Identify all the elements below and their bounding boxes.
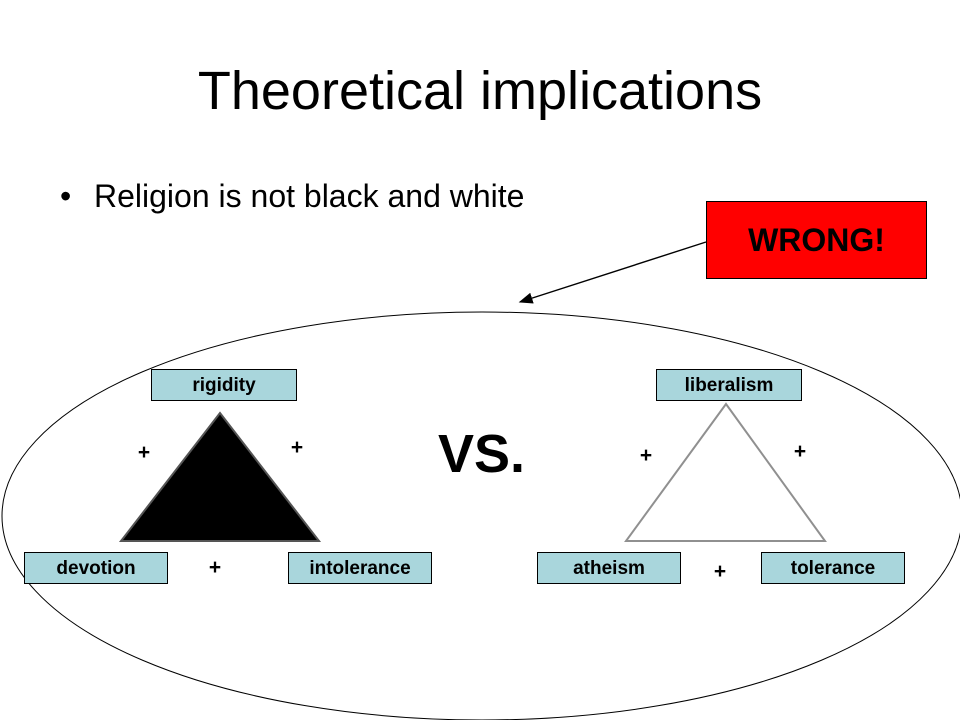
left-triangle-shape bbox=[118, 411, 322, 542]
plus-right-edge-left: + bbox=[639, 444, 653, 467]
label-intolerance: intolerance bbox=[288, 552, 432, 584]
vs-text: VS. bbox=[438, 424, 526, 484]
label-liberalism: liberalism bbox=[656, 369, 802, 401]
plus-left-edge-left: + bbox=[137, 441, 151, 464]
label-devotion: devotion bbox=[24, 552, 168, 584]
bullet-item: • Religion is not black and white bbox=[60, 176, 524, 216]
callout-arrow bbox=[518, 241, 707, 304]
comparison-ellipse bbox=[1, 311, 960, 720]
wrong-callout: WRONG! bbox=[706, 201, 927, 279]
plus-right-edge-bottom: + bbox=[713, 560, 727, 583]
label-tolerance: tolerance bbox=[761, 552, 905, 584]
right-triangle-shape bbox=[624, 402, 827, 542]
plus-left-edge-right: + bbox=[290, 436, 304, 459]
bullet-text: Religion is not black and white bbox=[94, 178, 525, 214]
bullet-dot-icon: • bbox=[60, 178, 72, 214]
plus-right-edge-right: + bbox=[793, 440, 807, 463]
label-atheism: atheism bbox=[537, 552, 681, 584]
slide-title: Theoretical implications bbox=[197, 61, 763, 121]
plus-left-edge-bottom: + bbox=[208, 556, 222, 579]
label-rigidity: rigidity bbox=[151, 369, 297, 401]
